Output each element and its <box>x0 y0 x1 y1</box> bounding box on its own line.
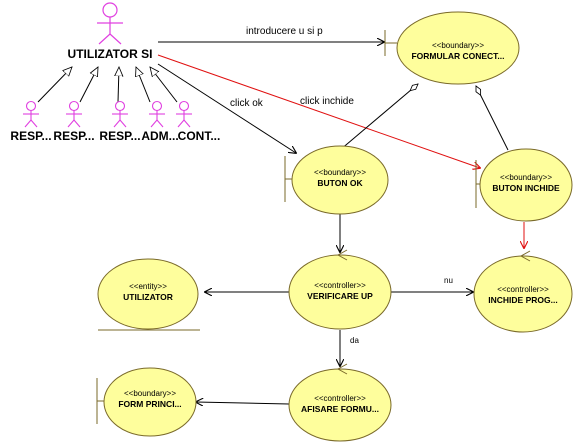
actor-resp-3[interactable]: RESP... <box>99 100 141 144</box>
generalization-edge <box>150 67 178 103</box>
edge-label-introducere: introducere u si p <box>246 26 323 37</box>
node-form-principal[interactable]: <<boundary>> FORM PRINCI... <box>96 367 197 437</box>
actor-icon <box>23 100 39 128</box>
actor-icon <box>176 100 192 128</box>
generalization-edge <box>136 67 151 103</box>
node-stereotype: <<boundary>> <box>432 41 484 50</box>
node-shape <box>291 145 389 215</box>
controller-arrowhead <box>519 250 531 262</box>
node-utilizator-entity[interactable]: <<entity>> UTILIZATOR <box>97 258 200 331</box>
node-name: FORM PRINCI... <box>118 399 181 409</box>
node-name: AFISARE FORMU... <box>301 404 379 414</box>
actor-icon <box>112 100 128 128</box>
node-shape <box>396 11 520 85</box>
node-stereotype: <<entity>> <box>129 282 167 291</box>
actor-resp-2[interactable]: RESP... <box>53 100 95 144</box>
node-shape <box>288 368 392 442</box>
node-name: INCHIDE PROG... <box>488 295 557 305</box>
actor-name: RESP... <box>53 129 94 143</box>
edge-click-ok <box>157 63 296 153</box>
actor-icon <box>66 100 82 128</box>
node-name: BUTON INCHIDE <box>492 183 560 193</box>
actor-cont[interactable]: CONT... <box>176 100 221 144</box>
actor-icon <box>149 100 165 128</box>
edge-afisare-form <box>196 402 290 404</box>
aggregation-edge-buton-ok <box>339 84 418 151</box>
node-stereotype: <<boundary>> <box>124 389 176 398</box>
actor-name: ADM... <box>141 129 178 143</box>
actor-name: CONT... <box>178 129 221 143</box>
actor-utilizator-si[interactable]: UTILIZATOR SI <box>68 2 153 61</box>
node-name: FORMULAR CONECT... <box>411 51 504 61</box>
generalization-edge <box>118 67 119 103</box>
controller-arrowhead <box>336 363 348 375</box>
edge-label-nu: nu <box>444 276 453 285</box>
node-stereotype: <<boundary>> <box>500 173 552 182</box>
actor-name: UTILIZATOR SI <box>68 47 153 61</box>
edge-label-click-inchide: click inchide <box>300 96 354 107</box>
edge-label-click-ok: click ok <box>230 98 264 109</box>
edge-click-inchide <box>157 54 480 168</box>
node-stereotype: <<controller>> <box>314 281 366 290</box>
node-shape <box>103 367 197 437</box>
controller-arrowhead <box>336 249 348 261</box>
node-verificare-up[interactable]: <<controller>> VERIFICARE UP <box>288 249 392 330</box>
node-shape <box>97 258 199 330</box>
generalization-edges <box>37 67 178 103</box>
node-name: BUTON OK <box>317 178 363 188</box>
node-buton-ok[interactable]: <<boundary>> BUTON OK <box>284 145 389 215</box>
node-stereotype: <<controller>> <box>497 285 549 294</box>
actor-name: RESP... <box>10 129 51 143</box>
actor-icon <box>97 2 123 45</box>
actor-resp-1[interactable]: RESP... <box>10 100 52 144</box>
node-shape <box>288 254 392 330</box>
node-inchide-prog[interactable]: <<controller>> INCHIDE PROG... <box>473 250 573 333</box>
actor-adm[interactable]: ADM... <box>141 100 179 144</box>
actor-name: RESP... <box>99 129 140 143</box>
node-name: VERIFICARE UP <box>307 291 373 301</box>
node-stereotype: <<controller>> <box>314 394 366 403</box>
aggregation-edge-buton-inchide <box>475 86 509 151</box>
generalization-edge <box>37 67 72 103</box>
node-shape <box>479 148 573 222</box>
node-name: UTILIZATOR <box>123 292 173 302</box>
node-stereotype: <<boundary>> <box>314 168 366 177</box>
node-afisare-formular[interactable]: <<controller>> AFISARE FORMU... <box>288 363 392 442</box>
edge-label-da: da <box>350 336 359 345</box>
generalization-edge <box>79 67 98 103</box>
node-buton-inchide[interactable]: <<boundary>> BUTON INCHIDE <box>475 148 573 222</box>
node-formular-conectare[interactable]: <<boundary>> FORMULAR CONECT... <box>384 11 520 85</box>
node-shape <box>473 255 573 333</box>
